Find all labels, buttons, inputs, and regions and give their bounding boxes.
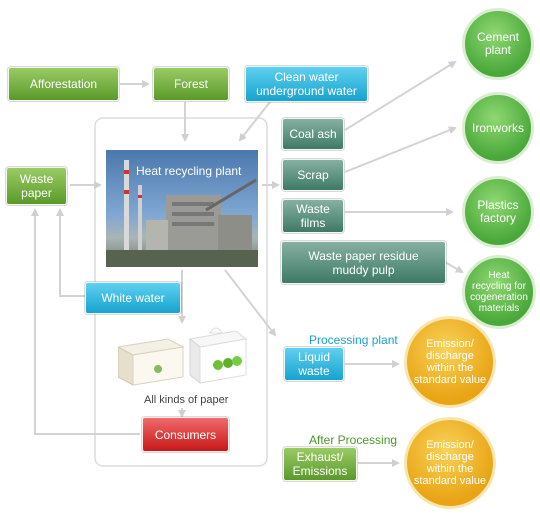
heat-recycling-circle: Heat recycling for cogeneration material…: [462, 255, 536, 329]
arrow-water-plant: [238, 101, 271, 142]
forest-box: Forest: [153, 67, 229, 101]
arrow-coalash-cement: [344, 60, 457, 131]
coal-ash-box: Coal ash: [282, 118, 344, 150]
afforestation-box: Afforestation: [8, 67, 119, 101]
ironworks-circle: Ironworks: [462, 92, 534, 164]
clean-water-box: Clean water underground water: [245, 66, 368, 102]
scrap-box: Scrap: [282, 159, 344, 191]
arrow-scrap-ironworks: [344, 126, 457, 173]
processing-plant-label: Processing plant: [309, 333, 398, 347]
white-water-box: White water: [85, 282, 181, 314]
exhaust-emissions-box: Exhaust/ Emissions: [283, 447, 357, 481]
waste-films-box: Waste films: [282, 199, 344, 233]
after-processing-label: After Processing: [309, 433, 398, 447]
emission-discharge-circle-2: Emission/ discharge within the standard …: [404, 417, 496, 509]
heat-recycling-plant-image: Heat recycling plant: [106, 150, 258, 267]
emission-discharge-circle-1: Emission/ discharge within the standard …: [404, 316, 496, 408]
arrow-residue-heat: [444, 261, 464, 274]
liquid-waste-box: Liquid waste: [284, 347, 344, 381]
heat-recycling-plant-label: Heat recycling plant: [136, 164, 242, 178]
consumers-box: Consumers: [142, 417, 229, 452]
cement-plant-circle: Cement plant: [462, 8, 534, 80]
waste-residue-box: Waste paper residue muddy pulp: [281, 241, 446, 284]
arrow-whitewater-wastepaper: [56, 208, 85, 297]
paper-products-illustration: [116, 327, 248, 386]
plastics-factory-circle: Plastics factory: [462, 176, 534, 248]
waste-paper-box: Waste paper: [6, 167, 67, 205]
arrow-plant-liquid: [224, 269, 277, 337]
paper-products-image: [116, 325, 248, 395]
plant-illustration: [106, 160, 258, 267]
arrow-consumers-wastepaper: [31, 208, 140, 435]
all-kinds-of-paper-label: All kinds of paper: [144, 394, 229, 406]
